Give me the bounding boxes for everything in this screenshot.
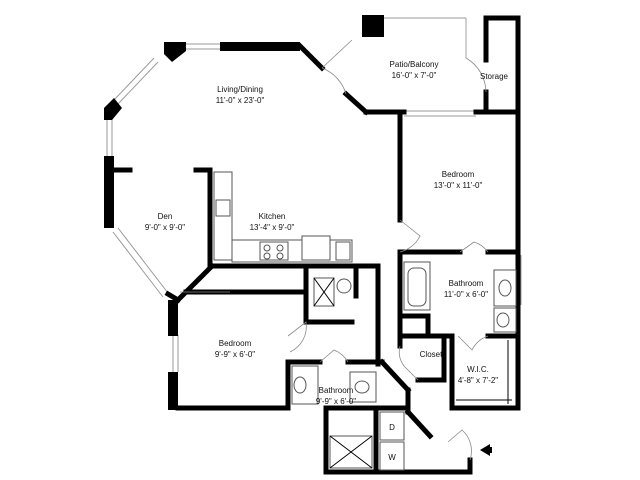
den-name: Den <box>158 212 173 221</box>
fixtures <box>213 171 517 471</box>
kitchen-name: Kitchen <box>259 212 286 221</box>
bathroom-second-name: Bathroom <box>319 386 354 395</box>
washer-label: W <box>388 453 396 462</box>
living-dining-name: Living/Dining <box>217 85 263 94</box>
door-swings <box>180 18 489 461</box>
closet-name: Closet <box>420 350 443 359</box>
patio-dims: 16'-0" x 7'-0" <box>392 71 437 80</box>
bedroom-second-name: Bedroom <box>219 339 252 348</box>
bathroom-second-dims: 9'-9" x 6'-0" <box>316 397 356 406</box>
bedroom-second-dims: 9'-9" x 6'-0" <box>215 350 255 359</box>
living-dining-dims: 11'-0" x 23'-0" <box>216 96 265 105</box>
bedroom-main-dims: 13'-0" x 11'-0" <box>434 181 483 190</box>
bathroom-main-name: Bathroom <box>449 279 484 288</box>
patio-name: Patio/Balcony <box>390 60 439 69</box>
storage-name: Storage <box>480 72 509 81</box>
bathroom-main-dims: 11'-0" x 6'-0" <box>444 290 488 299</box>
bedroom-main-name: Bedroom <box>442 170 475 179</box>
wic-name: W.I.C. <box>467 365 489 374</box>
walls <box>104 15 521 475</box>
dryer-label: D <box>389 423 395 432</box>
wic-dims: 4'-8" x 7'-2" <box>458 376 498 385</box>
room-labels: Living/Dining 11'-0" x 23'-0" Patio/Balc… <box>145 60 509 462</box>
kitchen-dims: 13'-4" x 9'-0" <box>250 223 295 232</box>
entry-arrow-icon <box>480 444 492 456</box>
den-dims: 9'-0" x 9'-0" <box>145 223 185 232</box>
